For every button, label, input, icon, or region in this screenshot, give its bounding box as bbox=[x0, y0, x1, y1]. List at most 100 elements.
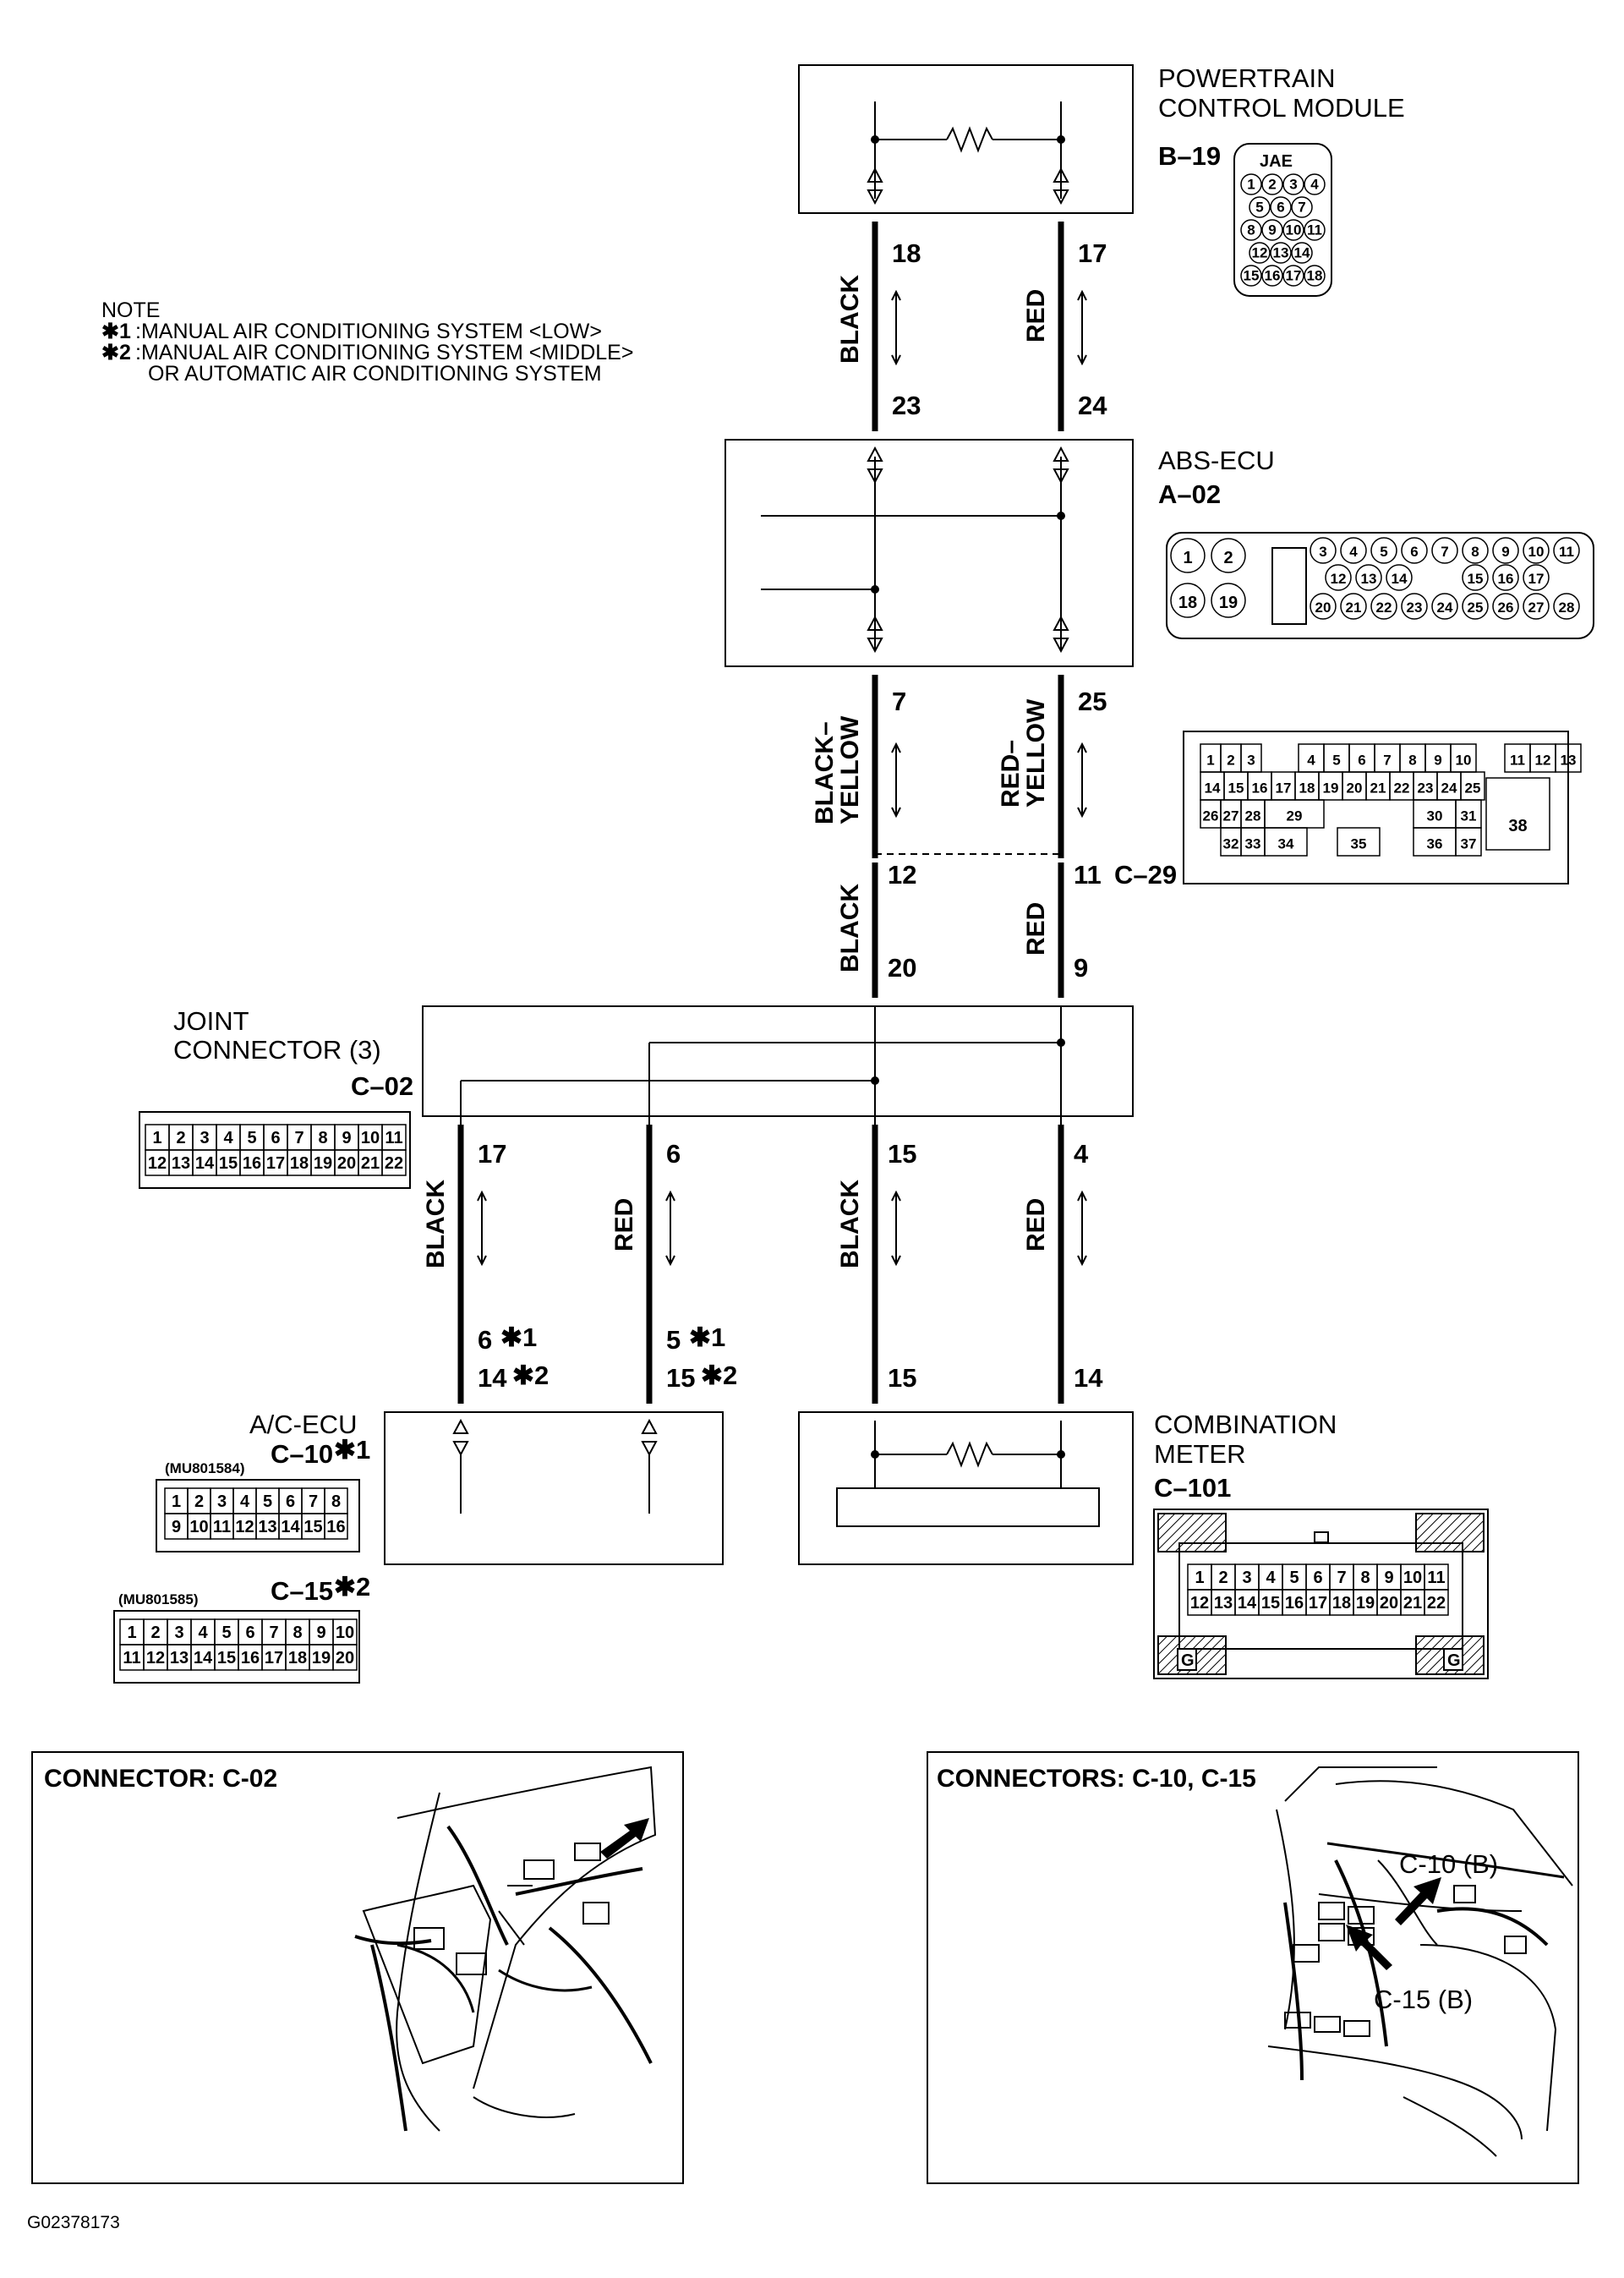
star-2b: ✱2 bbox=[701, 1361, 737, 1390]
wires-pcm-abs: BLACK RED 18 17 23 24 bbox=[836, 222, 1107, 431]
ac-ecu-name: A/C-ECU bbox=[249, 1410, 357, 1439]
joint-pin-label: 10 bbox=[361, 1129, 380, 1147]
abs-pin-circle bbox=[1431, 593, 1458, 620]
abs-pin-circle bbox=[1401, 537, 1428, 564]
joint-pin-label: 14 bbox=[195, 1154, 215, 1173]
ac-pin-14: 14 bbox=[478, 1363, 507, 1393]
c29-pin-label: 16 bbox=[1252, 780, 1268, 796]
c101-pin-label: 18 bbox=[1332, 1594, 1351, 1613]
c29-pin-label: 37 bbox=[1461, 835, 1477, 852]
abs-pin-label: 21 bbox=[1346, 600, 1362, 616]
wire-color-black-1: BLACK bbox=[836, 275, 864, 364]
abs-pin-label: 3 bbox=[1319, 544, 1326, 560]
abs-pin-label: 25 bbox=[1468, 600, 1484, 616]
abs-pin-circle bbox=[1211, 583, 1246, 618]
pcm-pin-circle bbox=[1270, 196, 1292, 218]
abs-pin-label: 5 bbox=[1380, 544, 1387, 560]
abs-pin-label: 23 bbox=[1407, 600, 1423, 616]
abs-pin-circle bbox=[1355, 564, 1382, 591]
ac-mark-1: ✱1 bbox=[334, 1435, 370, 1465]
abs-pin-label: 13 bbox=[1361, 571, 1377, 587]
pin-23: 23 bbox=[892, 391, 921, 420]
pcm-pin-label: 12 bbox=[1252, 244, 1268, 260]
c101-pin-label: 20 bbox=[1380, 1594, 1398, 1613]
wire-color-black-2: BLACK bbox=[836, 884, 864, 972]
pcm-pin-label: 15 bbox=[1244, 267, 1260, 283]
dashboard-illustration bbox=[354, 1766, 657, 2132]
wire-color-red-1: RED bbox=[1022, 289, 1050, 342]
c29-pin-label: 32 bbox=[1223, 835, 1239, 852]
abs-pin-label: 28 bbox=[1559, 600, 1575, 616]
wire-color-red-yellow-2: YELLOW bbox=[1022, 698, 1050, 808]
c29-pin-label: 31 bbox=[1461, 808, 1477, 824]
c15-pin-label: 14 bbox=[194, 1649, 213, 1667]
abs-pin-label: 18 bbox=[1178, 594, 1197, 612]
pcm-pin-circle bbox=[1249, 196, 1271, 218]
c29-pin-label: 10 bbox=[1456, 752, 1472, 768]
abs-pin-circle bbox=[1431, 537, 1458, 564]
c15-pin-label: 9 bbox=[316, 1624, 325, 1642]
c10-pin-label: 2 bbox=[194, 1492, 204, 1511]
c15-pin-label: 20 bbox=[336, 1649, 354, 1667]
joint-connector-id: C–02 bbox=[351, 1071, 413, 1101]
joint-pin-label: 9 bbox=[342, 1129, 351, 1147]
pcm-pin-label: 7 bbox=[1298, 199, 1305, 215]
pin-18: 18 bbox=[892, 238, 921, 268]
c29-pin-cell bbox=[1555, 743, 1582, 773]
joint-pin-label: 19 bbox=[314, 1154, 332, 1173]
abs-pin-circle bbox=[1492, 564, 1519, 591]
c15-pin-label: 19 bbox=[312, 1649, 331, 1667]
c15-pin-label: 16 bbox=[241, 1649, 260, 1667]
joint-pin-label: 1 bbox=[152, 1129, 161, 1147]
ac-pin-15: 15 bbox=[666, 1363, 695, 1393]
c29-pin-label: 18 bbox=[1299, 780, 1315, 796]
c29-pin-label: 23 bbox=[1418, 780, 1434, 796]
c29-pin-label: 14 bbox=[1205, 780, 1221, 796]
location2-label-c10: C-10 (B) bbox=[1399, 1849, 1498, 1879]
abs-pin-circle bbox=[1310, 593, 1337, 620]
c29-pin-label: 13 bbox=[1561, 752, 1577, 768]
c10-pin-label: 6 bbox=[286, 1492, 295, 1511]
abs-pin-label: 6 bbox=[1410, 544, 1418, 560]
joint-pin-label: 13 bbox=[172, 1154, 190, 1173]
pcm-pin-circle bbox=[1270, 242, 1292, 264]
c29-pin-label: 11 bbox=[1510, 752, 1525, 768]
c101-pin-label: 7 bbox=[1337, 1569, 1346, 1587]
joint-pin-label: 3 bbox=[200, 1129, 209, 1147]
joint-pin-label: 16 bbox=[243, 1154, 261, 1173]
abs-pin-label: 20 bbox=[1315, 600, 1331, 616]
c29-pin-label: 35 bbox=[1351, 835, 1367, 852]
pcm-pin-circle bbox=[1282, 173, 1304, 195]
joint-pin-6: 6 bbox=[666, 1139, 681, 1169]
c15-pin-label: 10 bbox=[336, 1624, 354, 1642]
joint-pin-label: 4 bbox=[223, 1129, 233, 1147]
pcm-pin-label: 14 bbox=[1294, 244, 1310, 260]
pcm-pin-label: 10 bbox=[1286, 222, 1302, 238]
abs-pin-label: 15 bbox=[1468, 571, 1484, 587]
pcm-pin-circle bbox=[1304, 219, 1326, 241]
ac-connector-c10: C–10 bbox=[271, 1439, 333, 1469]
location2-label-c15: C-15 (B) bbox=[1374, 1985, 1473, 2014]
arrow-icon-c15 bbox=[1346, 1925, 1392, 1970]
abs-pin-label: 19 bbox=[1219, 594, 1238, 612]
pcm-pin-label: 13 bbox=[1273, 244, 1289, 260]
pcm-pin-label: 17 bbox=[1286, 267, 1302, 283]
c29-pin-label: 27 bbox=[1223, 808, 1239, 824]
c29-pin-label: 34 bbox=[1278, 835, 1294, 852]
abs-pin-label: 12 bbox=[1331, 571, 1347, 587]
joint-pin-label: 7 bbox=[294, 1129, 303, 1147]
c101-pin-cell bbox=[1424, 1589, 1449, 1616]
joint-pin-cell bbox=[381, 1149, 407, 1176]
pcm-pin-label: 4 bbox=[1310, 176, 1319, 192]
ground-mark-left: G bbox=[1181, 1651, 1195, 1670]
ac-pin-5: 5 bbox=[666, 1325, 681, 1355]
c101-pin-label: 6 bbox=[1313, 1569, 1322, 1587]
c29-pin-cell bbox=[1455, 827, 1482, 857]
pcm-pin-circle bbox=[1240, 173, 1262, 195]
note-item-1: :MANUAL AIR CONDITIONING SYSTEM <LOW> bbox=[135, 320, 602, 343]
c15-pin-label: 2 bbox=[150, 1624, 160, 1642]
abs-pin-circle bbox=[1401, 593, 1428, 620]
